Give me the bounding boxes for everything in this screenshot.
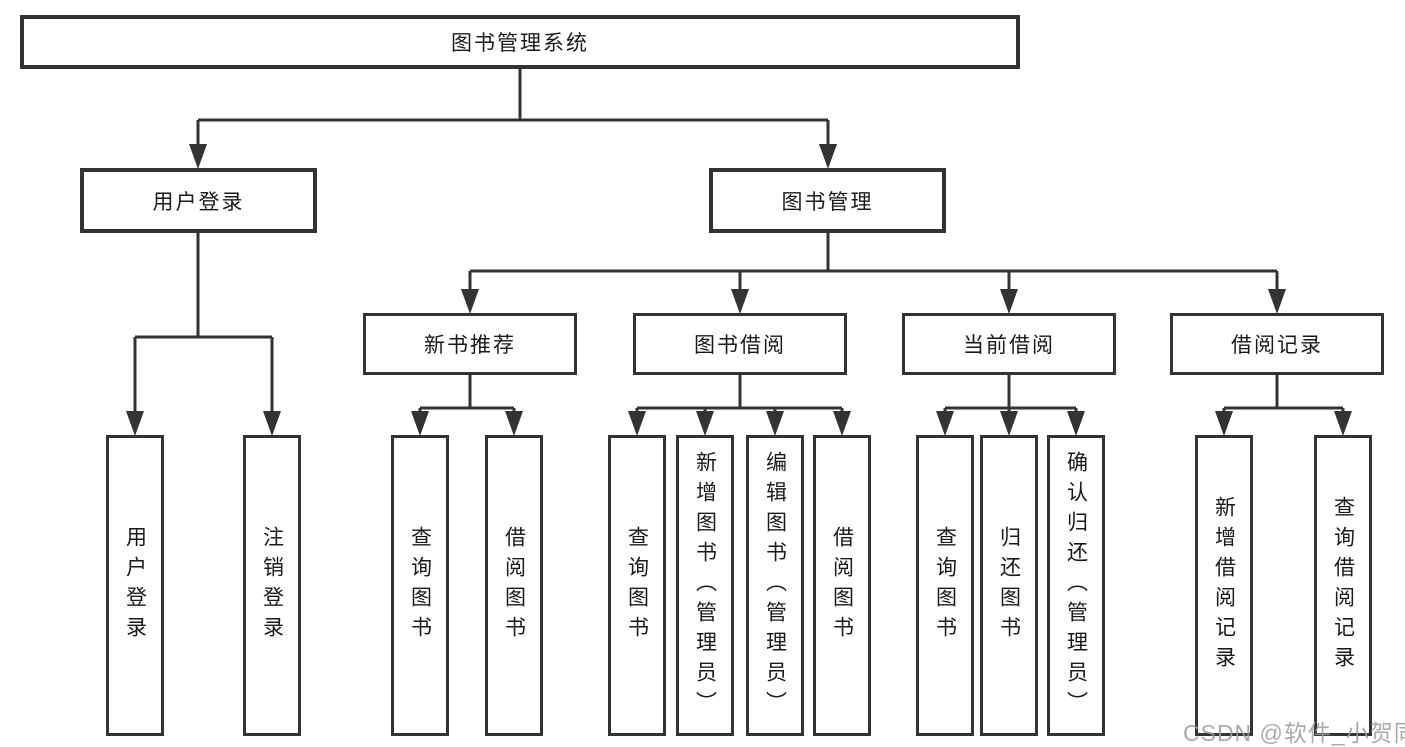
node-label: 新书推荐 — [424, 334, 516, 357]
arrow-down-icon — [505, 411, 523, 436]
arrow-down-icon — [411, 411, 429, 436]
arrow-down-icon — [1268, 289, 1286, 314]
node-new-book-recommend: 新书推荐 — [363, 313, 577, 375]
arrow-down-icon — [263, 411, 281, 436]
arrow-down-icon — [126, 411, 144, 436]
arrowheads — [126, 144, 1352, 436]
leaf-label: 查询图书 — [408, 525, 432, 646]
arrow-down-icon — [766, 411, 784, 436]
node-label: 图书管理 — [781, 190, 874, 214]
arrow-down-icon — [731, 289, 749, 314]
leaf-label: 注销登录 — [260, 525, 284, 646]
leaf-label: 查询借阅记录 — [1331, 495, 1355, 676]
arrow-down-icon — [1334, 411, 1352, 436]
leaf-current-query-books: 查询图书 — [916, 435, 974, 736]
leaf-logout: 注销登录 — [243, 435, 301, 736]
arrow-down-icon — [833, 411, 851, 436]
node-library-management-system: 图书管理系统 — [20, 15, 1020, 69]
node-label: 图书管理系统 — [451, 32, 589, 55]
leaf-label: 新增图书（管理员） — [693, 450, 717, 721]
leaf-label: 查询图书 — [625, 525, 649, 646]
arrow-down-icon — [461, 289, 479, 314]
leaf-label: 借阅图书 — [830, 525, 854, 646]
arrow-down-icon — [628, 411, 646, 436]
leaf-label: 用户登录 — [123, 525, 147, 646]
leaf-label: 借阅图书 — [502, 525, 526, 646]
node-label: 用户登录 — [152, 190, 245, 214]
arrow-down-icon — [1000, 289, 1018, 314]
node-label: 当前借阅 — [963, 334, 1055, 357]
node-user-login: 用户登录 — [80, 168, 317, 233]
leaf-newrec-borrow-books: 借阅图书 — [485, 435, 543, 736]
leaf-borrow-query-books: 查询图书 — [608, 435, 666, 736]
leaf-borrow-edit-books-admin: 编辑图书（管理员） — [746, 435, 804, 736]
leaf-current-confirm-return-admin: 确认归还（管理员） — [1047, 435, 1105, 736]
leaf-records-query-record: 查询借阅记录 — [1314, 435, 1372, 736]
csdn-watermark: CSDN @软件_小贺同学 — [1183, 720, 1405, 746]
node-label: 借阅记录 — [1231, 334, 1323, 357]
leaf-label: 确认归还（管理员） — [1064, 450, 1088, 721]
leaf-label: 查询图书 — [933, 525, 957, 646]
arrow-down-icon — [189, 144, 207, 169]
arrow-down-icon — [936, 411, 954, 436]
leaf-records-add-record: 新增借阅记录 — [1195, 435, 1253, 736]
node-current-borrowing: 当前借阅 — [902, 313, 1116, 375]
node-book-management: 图书管理 — [709, 168, 946, 233]
node-borrowing-records: 借阅记录 — [1170, 313, 1384, 375]
arrow-down-icon — [1000, 411, 1018, 436]
arrow-down-icon — [1215, 411, 1233, 436]
leaf-label: 归还图书 — [997, 525, 1021, 646]
node-book-borrowing: 图书借阅 — [633, 313, 847, 375]
leaf-label: 新增借阅记录 — [1212, 495, 1236, 676]
leaf-current-return-books: 归还图书 — [980, 435, 1038, 736]
leaf-label: 编辑图书（管理员） — [763, 450, 787, 721]
leaf-borrow-borrow-books: 借阅图书 — [813, 435, 871, 736]
leaf-newrec-query-books: 查询图书 — [391, 435, 449, 736]
arrow-down-icon — [1067, 411, 1085, 436]
arrow-down-icon — [819, 144, 837, 169]
leaf-borrow-add-books-admin: 新增图书（管理员） — [676, 435, 734, 736]
node-label: 图书借阅 — [694, 334, 786, 357]
arrow-down-icon — [696, 411, 714, 436]
leaf-user-login: 用户登录 — [106, 435, 164, 736]
